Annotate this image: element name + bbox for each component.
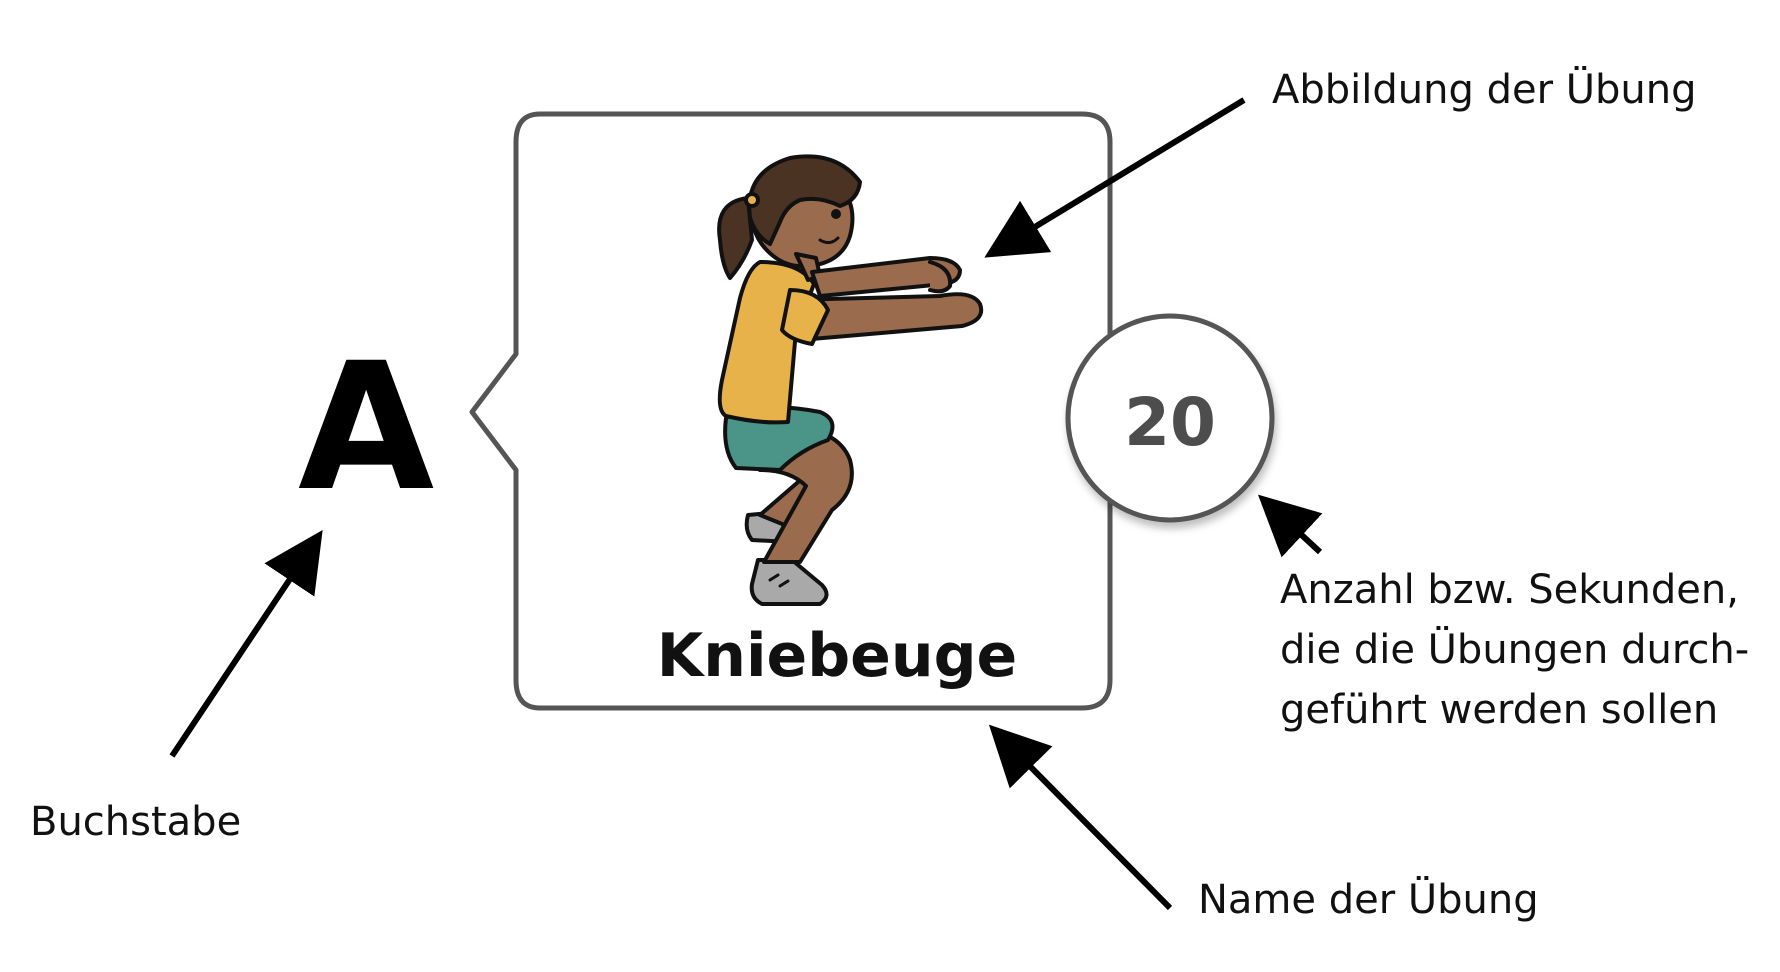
label-count-line-3: geführt werden sollen — [1280, 687, 1719, 733]
label-letter: Buchstabe — [30, 799, 242, 845]
label-count-line-2: die die Übungen durch- — [1280, 627, 1750, 673]
card-letter: A — [298, 325, 435, 530]
arrow-to-name — [988, 724, 1173, 911]
count-value: 20 — [1124, 384, 1216, 461]
arrow-to-illustration — [984, 97, 1246, 258]
label-count-line-1: Anzahl bzw. Sekunden, — [1280, 567, 1739, 613]
girl-squat-exercise-illustration — [717, 154, 984, 606]
label-illustration: Abbildung der Übung — [1272, 67, 1697, 113]
arrow-to-count — [1257, 494, 1323, 558]
label-name: Name der Übung — [1198, 877, 1539, 923]
arrow-to-letter — [169, 530, 323, 758]
count-circle — [1065, 313, 1275, 523]
exercise-name: Kniebeuge — [656, 621, 1018, 691]
